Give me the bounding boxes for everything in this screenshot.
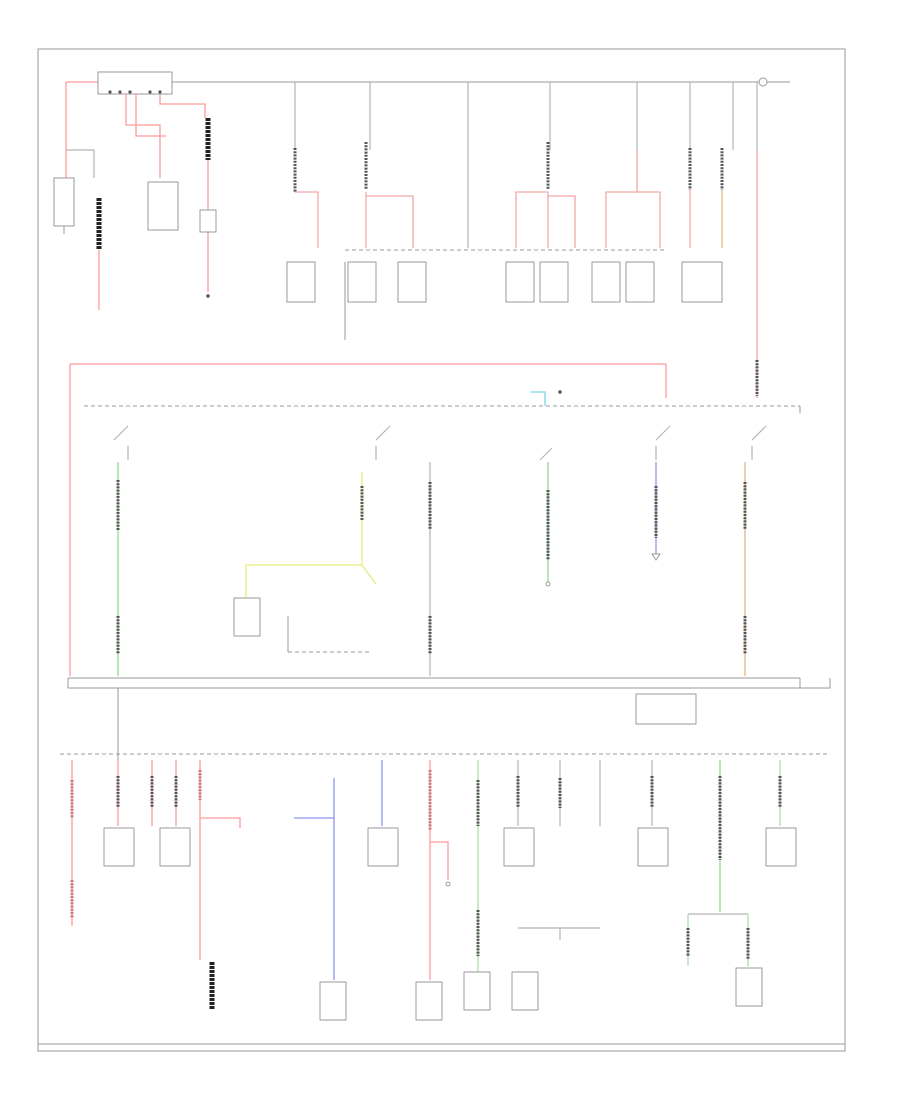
component-box-l11 [735,967,763,1007]
relay-coil-wire [531,391,546,406]
relay-5-contact [751,425,767,460]
component-box-l2 [159,827,191,867]
branch-pink-1 [295,191,319,248]
branch-pink-6 [548,195,576,248]
upper-component-row [286,261,723,340]
left-red-feed-wire [70,363,667,398]
ignition-switch-box [97,71,173,95]
component-box-l6 [765,827,797,867]
inline-fuse-block [199,209,217,233]
ground-symbol-top-right [758,77,768,87]
component-box-u1 [286,261,316,303]
ignition-contact-5 [158,90,162,94]
relay-3-contact [539,447,553,461]
long-red-feed [69,363,667,676]
relay-2-contact [375,425,391,460]
component-box-u5 [539,261,569,303]
starter-relay [147,181,179,231]
branch-pink-8 [637,191,661,248]
center-module-group [233,472,377,653]
middle-relay-row [113,425,767,461]
component-box-u8 [681,261,723,303]
lower-red-wire-6-branch [430,841,449,880]
branch-pink-7 [605,150,638,248]
ignition-contact-2 [118,90,122,94]
ignition-contact-3 [128,90,132,94]
component-box-l4 [503,827,535,867]
relay-1-contact [113,425,129,460]
branch-pink-3 [366,195,414,248]
lower-blue-wire-2 [294,778,335,980]
ignition-acc-wire [135,94,166,137]
top-fuse-row [293,82,759,398]
component-box-l8 [415,981,443,1021]
component-box-u6 [591,261,621,303]
ignition-contact-1 [108,90,112,94]
blue-diode-symbol [651,553,661,561]
fuse-junction-node [206,294,210,298]
component-box-u4 [505,261,535,303]
ground-symbol-green [545,581,551,587]
battery-terminal-wire [66,149,95,178]
ignition-contact-4 [148,90,152,94]
yellow-module-branch [361,564,377,585]
relay-contact-node [558,390,562,394]
yellow-module-wire [245,472,363,598]
component-box-l5 [637,827,669,867]
component-box-u3 [397,261,427,303]
component-box-l9 [463,971,491,1011]
battery-feed-section [53,71,790,310]
control-module-box [233,597,261,637]
lower-wire-row [70,760,782,1010]
branch-pink-4 [515,191,548,248]
ground-symbol-lower [445,881,451,887]
lower-red-wire-5 [199,760,241,960]
component-box-l1 [103,827,135,867]
lower-component-row [103,827,797,1021]
relay-4-contact [655,425,671,460]
battery [53,177,75,227]
ignition-start-wire [159,94,206,118]
component-box-u7 [625,261,655,303]
diagram-border [37,48,846,1052]
component-box-l3 [367,827,399,867]
component-box-l7 [319,981,347,1021]
junction-block-outline [67,678,831,689]
component-box-l10 [511,971,539,1011]
ignition-run-wire [125,94,161,178]
component-box-u2 [347,261,377,303]
lower-relay-box [635,693,697,725]
lower-splice-left [518,927,600,940]
